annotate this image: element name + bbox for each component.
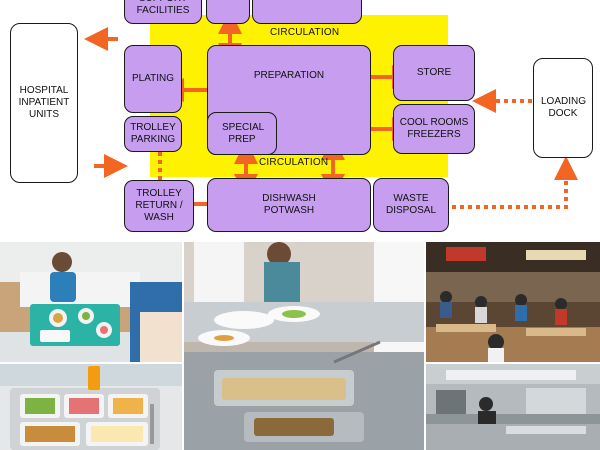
special-prep-box: SPECIAL PREP <box>207 112 277 155</box>
kitchen-photo <box>426 364 600 450</box>
hospital-inpatient-box: HOSPITAL INPATIENT UNITS <box>10 23 78 183</box>
photo-collage <box>0 242 600 450</box>
loading-dock-box: LOADING DOCK <box>533 58 593 158</box>
serving-counter-photo <box>184 242 424 450</box>
cool-rooms-box: COOL ROOMS FREEZERS <box>393 104 475 154</box>
cafeteria-photo <box>426 242 600 362</box>
store-label: STORE <box>416 67 452 78</box>
waste-disposal-label: WASTE DISPOSAL <box>385 193 437 216</box>
support-box-2 <box>206 0 250 24</box>
waste-disposal-box: WASTE DISPOSAL <box>373 178 449 232</box>
dotted-arrow-waste-dock <box>452 156 578 209</box>
plating-label: PLATING <box>131 73 175 84</box>
patient-bed-photo <box>0 242 182 362</box>
support-box-3 <box>252 0 362 24</box>
trolley-parking-label: TROLLEY PARKING <box>130 122 176 145</box>
support-facilities-label: SUPPORT FACILITIES <box>136 0 190 16</box>
dishwash-label: DISHWASH POTWASH <box>262 193 316 216</box>
circulation-label-top: CIRCULATION <box>270 27 340 38</box>
plating-box: PLATING <box>124 45 182 113</box>
trolley-return-label: TROLLEY RETURN / WASH <box>135 188 183 223</box>
meal-tray-photo <box>0 364 182 450</box>
special-prep-label: SPECIAL PREP <box>222 121 265 145</box>
dishwash-box: DISHWASH POTWASH <box>207 178 371 232</box>
store-box: STORE <box>393 45 475 101</box>
hospital-inpatient-label: HOSPITAL INPATIENT UNITS <box>18 85 70 120</box>
trolley-parking-box: TROLLEY PARKING <box>124 116 182 152</box>
cool-rooms-label: COOL ROOMS FREEZERS <box>399 117 469 140</box>
loading-dock-label: LOADING DOCK <box>541 96 587 119</box>
kitchen-flow-diagram: SUPPORT FACILITIES CIRCULATION CIRCULATI… <box>10 0 593 232</box>
trolley-return-box: TROLLEY RETURN / WASH <box>124 180 194 232</box>
circulation-label-bottom: CIRCULATION <box>259 157 329 168</box>
support-facilities-box: SUPPORT FACILITIES <box>124 0 202 24</box>
preparation-label: PREPARATION <box>253 70 325 81</box>
